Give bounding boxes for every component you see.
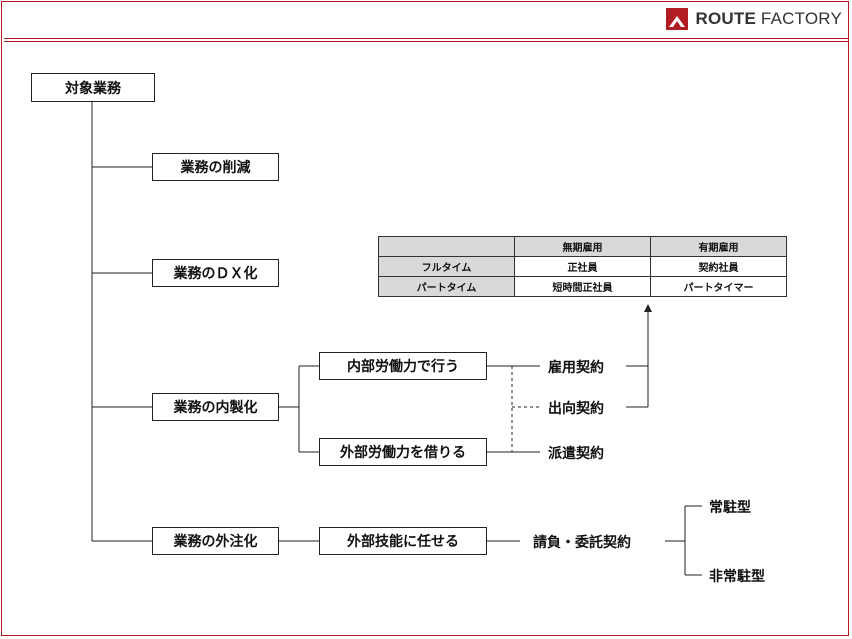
contract-dispatch: 派遣契約 — [548, 446, 604, 462]
employment-type-table: 無期雇用 有期雇用 フルタイム 正社員 契約社員 パートタイム 短時間正社員 パ… — [378, 236, 787, 297]
method-internal-labor: 内部労働力で行う — [319, 352, 487, 380]
table-cell: 短時間正社員 — [514, 276, 651, 297]
brand-name: ROUTE FACTORY — [695, 9, 842, 28]
table-header-cell — [378, 236, 515, 257]
table-row: フルタイム 正社員 契約社員 — [378, 256, 787, 277]
table-header-cell: 有期雇用 — [650, 236, 787, 257]
type-resident: 常駐型 — [709, 500, 751, 516]
house-logo-icon — [665, 8, 688, 30]
table-cell: 正社員 — [514, 256, 651, 277]
table-row-header: パートタイム — [378, 276, 515, 297]
table-row-header: フルタイム — [378, 256, 515, 277]
method-external-skills: 外部技能に任せる — [319, 527, 487, 555]
header-divider — [4, 38, 848, 39]
table-cell: パートタイマー — [650, 276, 787, 297]
table-header-cell: 無期雇用 — [514, 236, 651, 257]
method-external-labor: 外部労働力を借りる — [319, 438, 487, 466]
branch-outsource: 業務の外注化 — [152, 527, 279, 555]
contract-employment: 雇用契約 — [548, 360, 604, 376]
root-node: 対象業務 — [31, 73, 155, 102]
contract-secondment: 出向契約 — [548, 401, 604, 417]
table-header-row: 無期雇用 有期雇用 — [378, 236, 787, 257]
branch-dx: 業務のＤＸ化 — [152, 259, 279, 287]
branch-insource: 業務の内製化 — [152, 393, 279, 421]
contract-outsourcing: 請負・委託契約 — [533, 535, 631, 551]
type-non-resident: 非常駐型 — [709, 569, 765, 585]
branch-reduce: 業務の削減 — [152, 153, 279, 181]
table-cell: 契約社員 — [650, 256, 787, 277]
table-row: パートタイム 短時間正社員 パートタイマー — [378, 276, 787, 297]
brand-logo: ROUTE FACTORY — [665, 8, 843, 30]
header-divider-secondary — [4, 41, 848, 42]
